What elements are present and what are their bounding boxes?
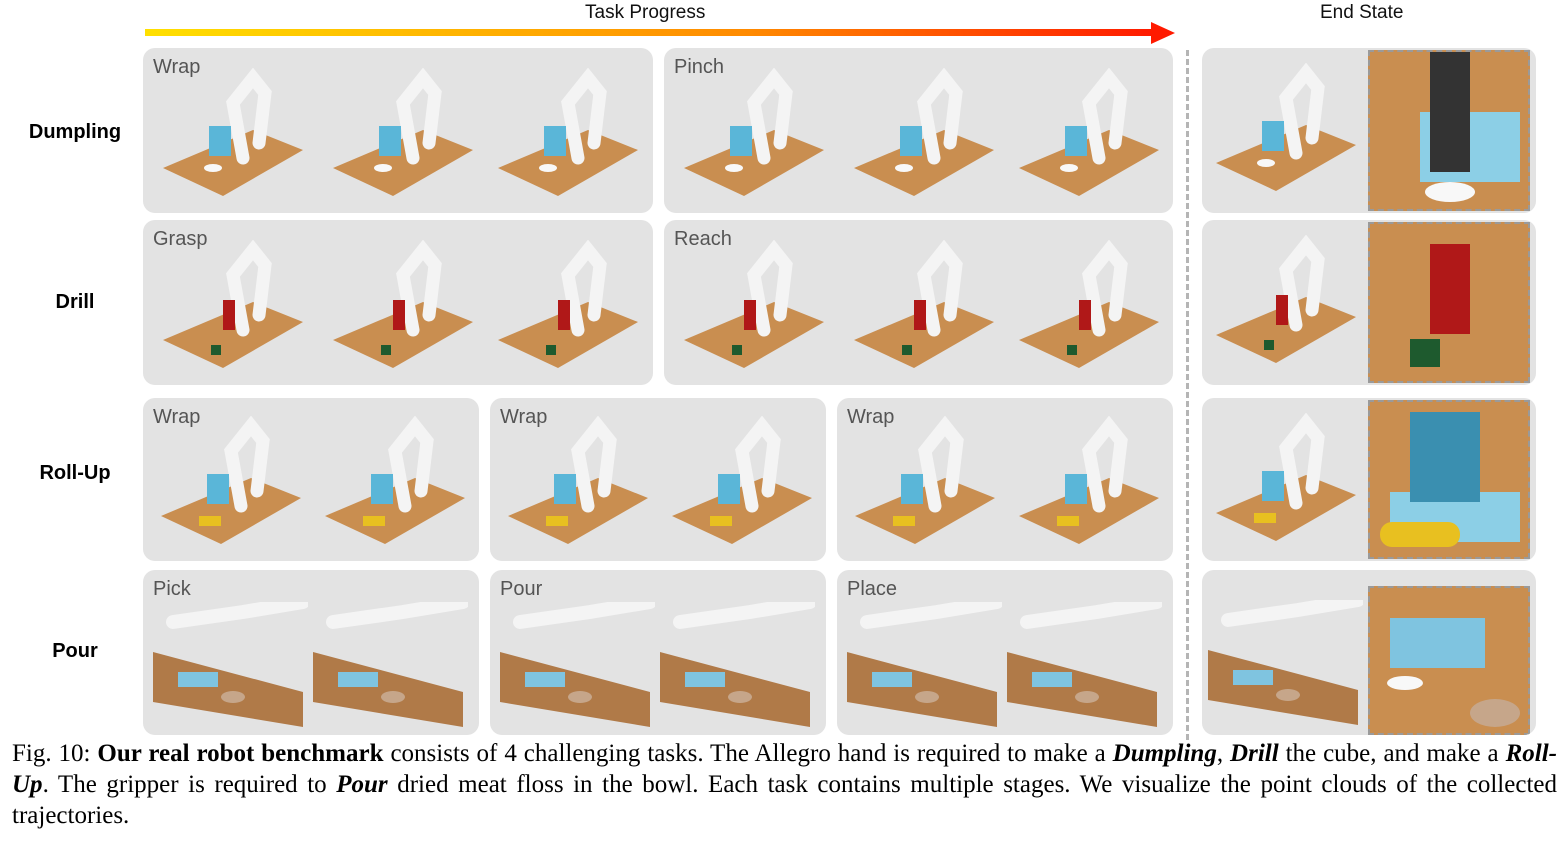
row-label-roll-up: Roll-Up [39, 462, 111, 484]
stage-panel-dumpling-pinch: Pinch [664, 48, 1173, 213]
stage-panel-pour-pour: Pour [490, 570, 826, 735]
end-state-panel-pour [1202, 570, 1536, 735]
robot-pointcloud-image [1216, 63, 1356, 191]
robot-pointcloud-image [1216, 235, 1356, 363]
task-progress-arrow [145, 22, 1175, 44]
row-label-pour: Pour [52, 640, 98, 662]
end-state-label: End State [1320, 2, 1404, 23]
caption-text: the cube, and make a [1278, 740, 1506, 767]
robot-pointcloud-image [672, 416, 812, 544]
figure-caption: Fig. 10: Our real robot benchmark consis… [12, 738, 1557, 831]
caption-bold-lead: Our real robot benchmark [97, 740, 384, 767]
robot-pointcloud-image [163, 68, 303, 196]
end-state-panel-dumpling [1202, 48, 1536, 213]
robot-pointcloud-image [847, 602, 1002, 727]
robot-pointcloud-image [684, 240, 824, 368]
robot-pointcloud-image [163, 240, 303, 368]
robot-pointcloud-image [498, 240, 638, 368]
row-label-drill: Drill [55, 291, 95, 313]
stage-panel-pour-pick: Pick [143, 570, 479, 735]
stage-panel-drill-reach: Reach [664, 220, 1173, 385]
end-state-panel-drill [1202, 220, 1536, 385]
robot-pointcloud-image [498, 68, 638, 196]
end-state-divider [1186, 50, 1189, 740]
caption-task-dumpling: Dumpling [1112, 740, 1217, 767]
robot-pointcloud-image [161, 416, 301, 544]
zoom-inset [1368, 586, 1530, 735]
robot-pointcloud-image [333, 240, 473, 368]
stage-label: Wrap [153, 406, 201, 428]
caption-fig-number: Fig. 10: [12, 740, 91, 767]
zoom-inset [1368, 222, 1530, 383]
robot-pointcloud-image [153, 602, 308, 727]
zoomed-detail-image [1420, 52, 1520, 202]
robot-pointcloud-image [684, 68, 824, 196]
caption-text: . The gripper is required to [42, 771, 337, 798]
zoom-inset [1368, 400, 1530, 559]
stage-panel-pour-place: Place [837, 570, 1173, 735]
caption-task-pour: Pour [336, 771, 388, 798]
stage-label: Wrap [153, 56, 201, 78]
robot-pointcloud-image [854, 240, 994, 368]
robot-pointcloud-image [325, 416, 465, 544]
caption-text: dried meat floss in the bowl. Each task … [12, 771, 1557, 829]
stage-label: Reach [674, 228, 732, 250]
robot-pointcloud-image [854, 68, 994, 196]
robot-pointcloud-image [1216, 413, 1356, 541]
robot-pointcloud-image [1208, 600, 1363, 725]
stage-label: Pour [500, 578, 543, 600]
row-label-dumpling: Dumpling [28, 121, 122, 143]
stage-label: Pick [153, 578, 191, 600]
stage-panel-dumpling-wrap: Wrap [143, 48, 653, 213]
caption-task-roll-up: Roll-Up [12, 740, 1557, 798]
stage-panel-drill-grasp: Grasp [143, 220, 653, 385]
stage-label: Place [847, 578, 898, 600]
stage-label: Wrap [500, 406, 548, 428]
task-progress-label: Task Progress [585, 2, 706, 23]
caption-task-drill: Drill [1230, 740, 1279, 767]
caption-text: , [1216, 740, 1231, 767]
robot-pointcloud-image [500, 602, 655, 727]
robot-pointcloud-image [660, 602, 815, 727]
robot-pointcloud-image [313, 602, 468, 727]
zoom-inset [1368, 50, 1530, 211]
zoomed-detail-image [1410, 244, 1470, 367]
robot-pointcloud-image [1019, 240, 1159, 368]
stage-label: Pinch [674, 56, 725, 78]
caption-text: consists of 4 challenging tasks. The All… [383, 740, 1113, 767]
stage-label: Grasp [153, 228, 208, 250]
robot-pointcloud-image [855, 416, 995, 544]
stage-panel-rollup-wrap-3: Wrap [837, 398, 1173, 561]
stage-panel-rollup-wrap-2: Wrap [490, 398, 826, 561]
stage-label: Wrap [847, 406, 895, 428]
robot-pointcloud-image [1019, 68, 1159, 196]
end-state-panel-roll-up [1202, 398, 1536, 561]
robot-pointcloud-image [1019, 416, 1159, 544]
zoomed-detail-image [1380, 412, 1520, 547]
robot-pointcloud-image [1007, 602, 1162, 727]
stage-panel-rollup-wrap-1: Wrap [143, 398, 479, 561]
zoomed-detail-image [1387, 618, 1520, 727]
robot-pointcloud-image [333, 68, 473, 196]
robot-pointcloud-image [508, 416, 648, 544]
